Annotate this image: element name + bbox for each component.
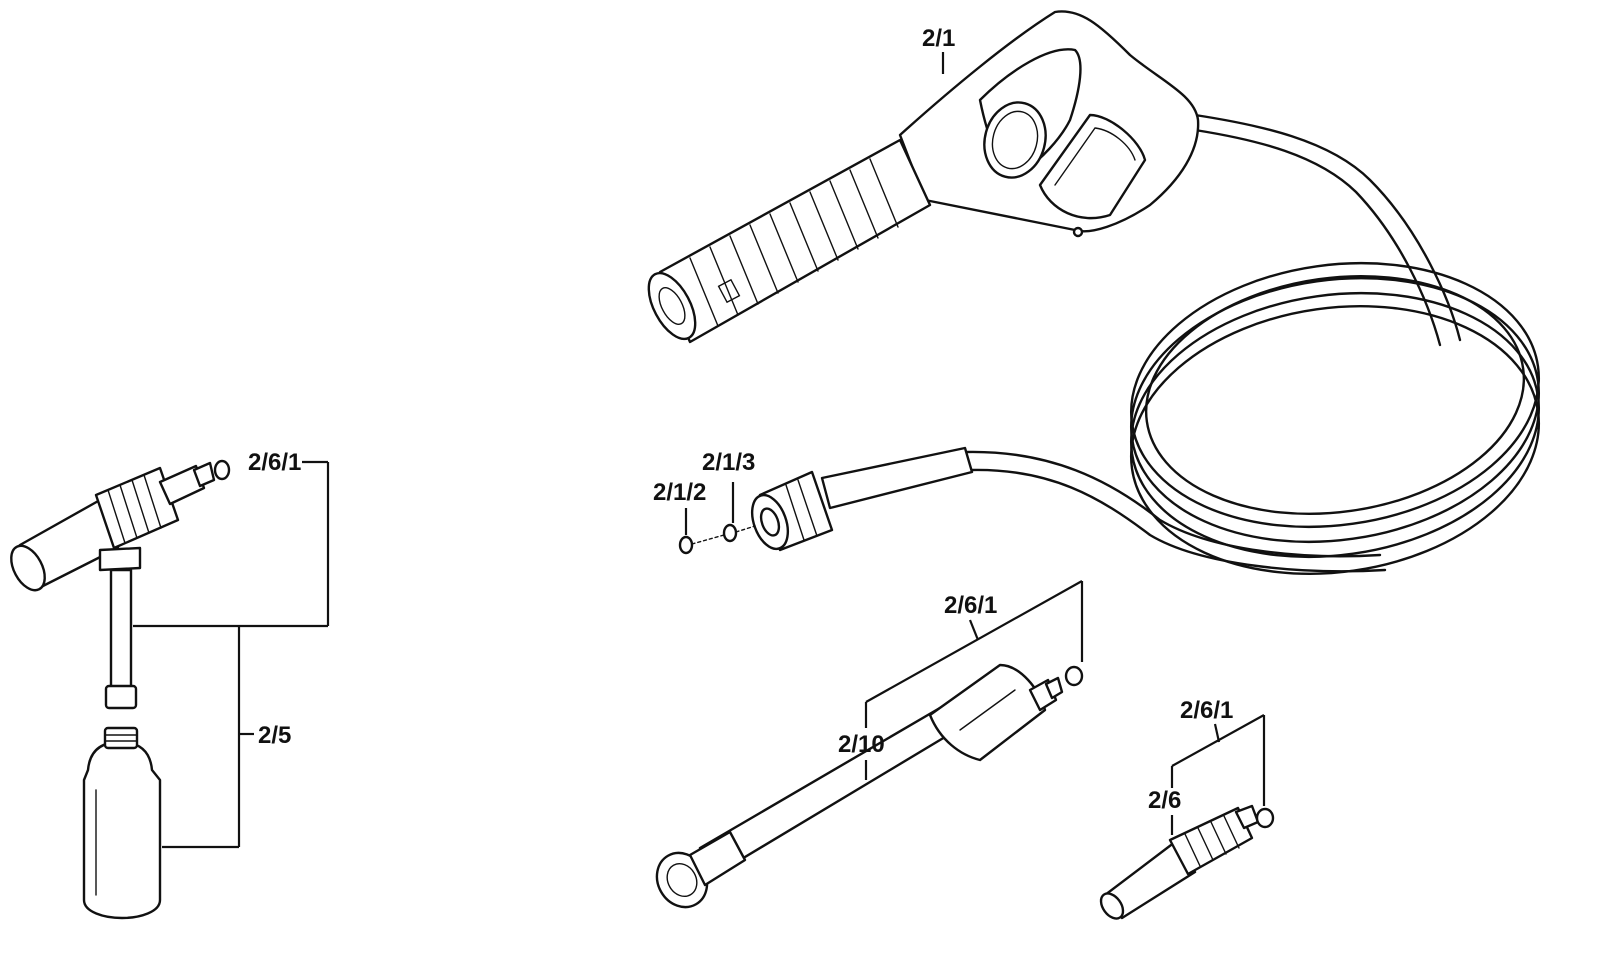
spray-lance: [655, 663, 1064, 909]
label-gun: 2/1: [922, 25, 955, 52]
label-lance: 2/10: [838, 731, 885, 758]
foam-lance-oring: [213, 459, 231, 481]
trigger-gun: [647, 10, 1200, 344]
label-lance-oring: 2/6/1: [944, 592, 997, 619]
label-nozzle: 2/6: [1148, 787, 1181, 814]
label-foam-oring: 2/6/1: [248, 449, 301, 476]
seal-rings-hose: [678, 523, 756, 555]
label-foam-kit: 2/5: [258, 722, 291, 749]
foam-lance: [10, 461, 216, 710]
leader-lines: [133, 52, 1266, 849]
high-pressure-hose: [820, 113, 1541, 575]
rotary-nozzle: [1099, 804, 1260, 920]
rotary-nozzle-oring: [1255, 807, 1275, 829]
label-nozzle-oring: 2/6/1: [1180, 697, 1233, 724]
barrel-ribs: [689, 158, 899, 327]
label-seal-large: 2/1/3: [702, 449, 755, 476]
label-seal-small: 2/1/2: [653, 479, 706, 506]
detergent-bottle: [82, 726, 162, 920]
hose-nut: [750, 470, 834, 552]
spray-lance-oring: [1064, 665, 1084, 687]
